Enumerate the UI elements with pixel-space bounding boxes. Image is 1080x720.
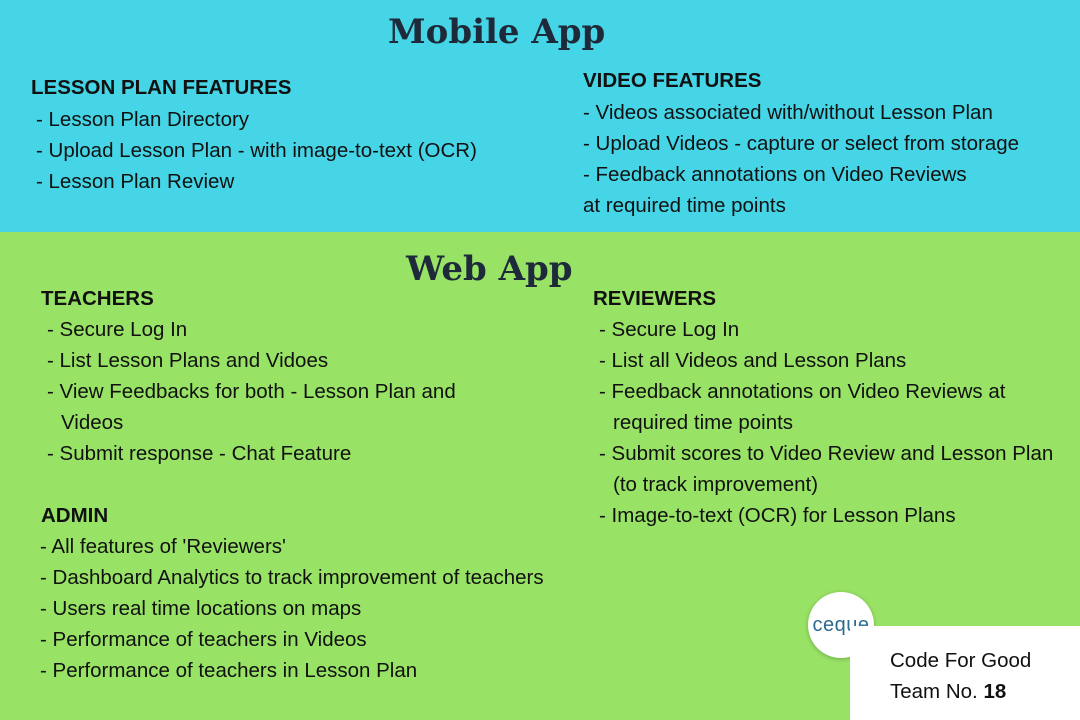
video-features-heading: VIDEO FEATURES [583, 69, 762, 92]
list-item: - Upload Videos - capture or select from… [583, 132, 1020, 155]
mobile-app-title: Mobile App [388, 12, 606, 52]
list-item: - Videos associated with/without Lesson … [583, 101, 993, 124]
list-item: - Feedback annotations on Video Reviews … [599, 380, 1006, 434]
lesson-plan-features-heading: LESSON PLAN FEATURES [31, 76, 292, 99]
admin-heading: ADMIN [41, 504, 109, 527]
list-item: - List all Videos and Lesson Plans [599, 349, 907, 372]
list-item: at required time points [583, 194, 786, 217]
code-for-good-label: Code For Good [890, 649, 1032, 672]
list-item: - List Lesson Plans and Vidoes [47, 349, 329, 372]
list-item: - Submit scores to Video Review and Less… [599, 442, 1054, 496]
list-item: - Dashboard Analytics to track improveme… [40, 566, 544, 589]
list-item: - Submit response - Chat Feature [47, 442, 352, 465]
list-item: - Secure Log In [47, 318, 188, 341]
list-item: - Secure Log In [599, 318, 740, 341]
reviewers-heading: REVIEWERS [593, 287, 717, 310]
teachers-list: - Secure Log In - List Lesson Plans and … [47, 314, 517, 469]
team-line: Team No. 18 [890, 680, 1006, 704]
admin-list: - All features of 'Reviewers' - Dashboar… [40, 531, 640, 686]
team-badge: Code For Good Team No. 18 [850, 626, 1080, 720]
list-item: - Performance of teachers in Videos [40, 628, 367, 651]
list-item: - All features of 'Reviewers' [40, 535, 286, 558]
team-label: Team No. [890, 680, 978, 703]
lesson-plan-features-list: - Lesson Plan Directory - Upload Lesson … [36, 104, 556, 197]
video-features-list: - Videos associated with/without Lesson … [583, 97, 1073, 221]
web-app-title: Web App [406, 249, 573, 289]
list-item: - Upload Lesson Plan - with image-to-tex… [36, 139, 477, 162]
list-item: - Feedback annotations on Video Reviews [583, 163, 967, 186]
list-item: - View Feedbacks for both - Lesson Plan … [47, 380, 456, 434]
list-item: - Lesson Plan Review [36, 170, 235, 193]
team-number: 18 [983, 680, 1007, 703]
list-item: - Performance of teachers in Lesson Plan [40, 659, 418, 682]
mobile-app-section [0, 0, 1080, 232]
list-item: - Lesson Plan Directory [36, 108, 250, 131]
teachers-heading: TEACHERS [41, 287, 154, 310]
reviewers-list: - Secure Log In - List all Videos and Le… [599, 314, 1069, 531]
list-item: - Users real time locations on maps [40, 597, 362, 620]
list-item: - Image-to-text (OCR) for Lesson Plans [599, 504, 956, 527]
